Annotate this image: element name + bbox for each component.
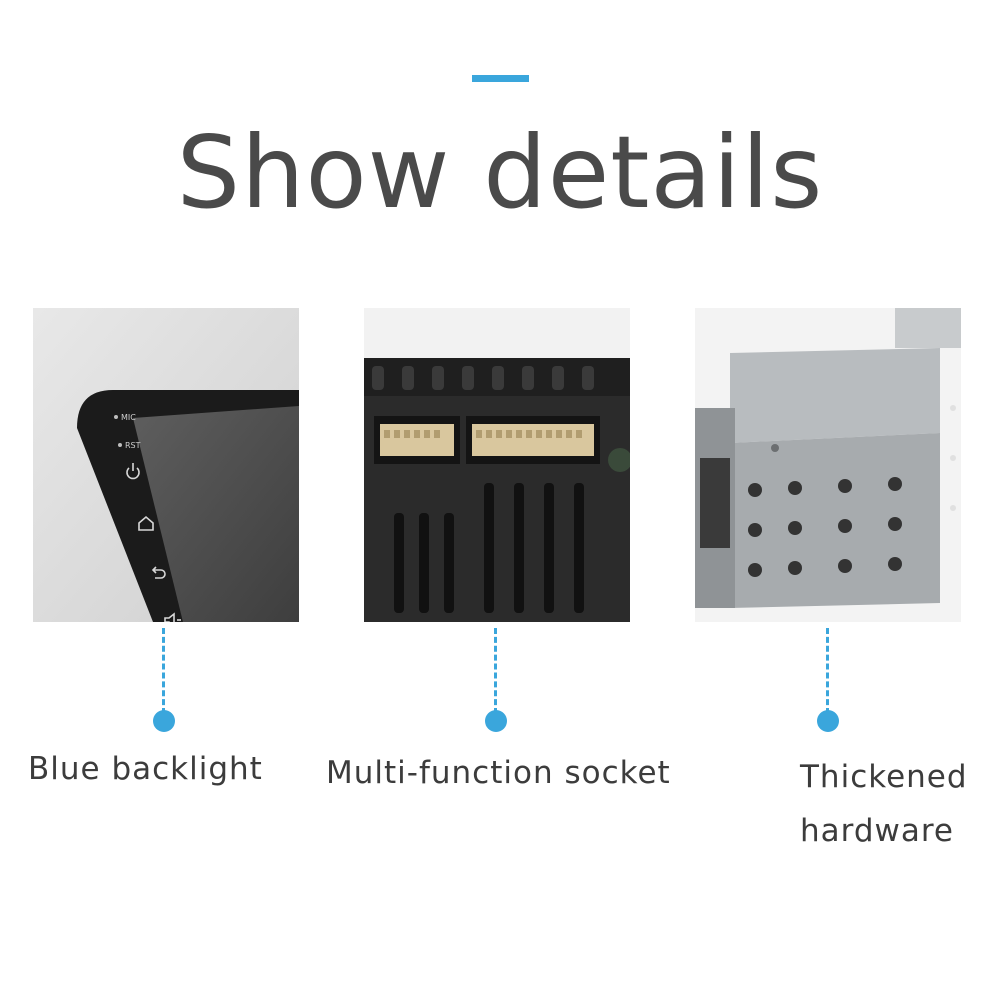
- feature-label-backlight: Blue backlight: [28, 751, 263, 787]
- page-title: Show details: [176, 114, 824, 231]
- connector-dot-2: [485, 710, 507, 732]
- rst-label: RST: [125, 441, 141, 450]
- feature-image-backlight: MIC RST: [33, 308, 299, 622]
- home-icon: [138, 515, 154, 531]
- mic-label: MIC: [121, 413, 136, 422]
- volume-up-icon: [164, 612, 181, 622]
- connector-line-1: [162, 628, 165, 714]
- accent-bar: [472, 75, 529, 82]
- connector-dot-3: [817, 710, 839, 732]
- feature-label-socket: Multi-function socket: [326, 755, 671, 791]
- back-icon: [151, 566, 166, 579]
- connector-line-2: [494, 628, 497, 714]
- feature-label-hardware: Thickened: [800, 759, 968, 795]
- connector-dot-1: [153, 710, 175, 732]
- connector-line-3: [826, 628, 829, 714]
- power-icon: [126, 463, 140, 480]
- feature-image-socket: [364, 308, 630, 622]
- feature-label-hardware-line2: hardware: [800, 813, 955, 849]
- feature-image-chassis: [695, 308, 961, 622]
